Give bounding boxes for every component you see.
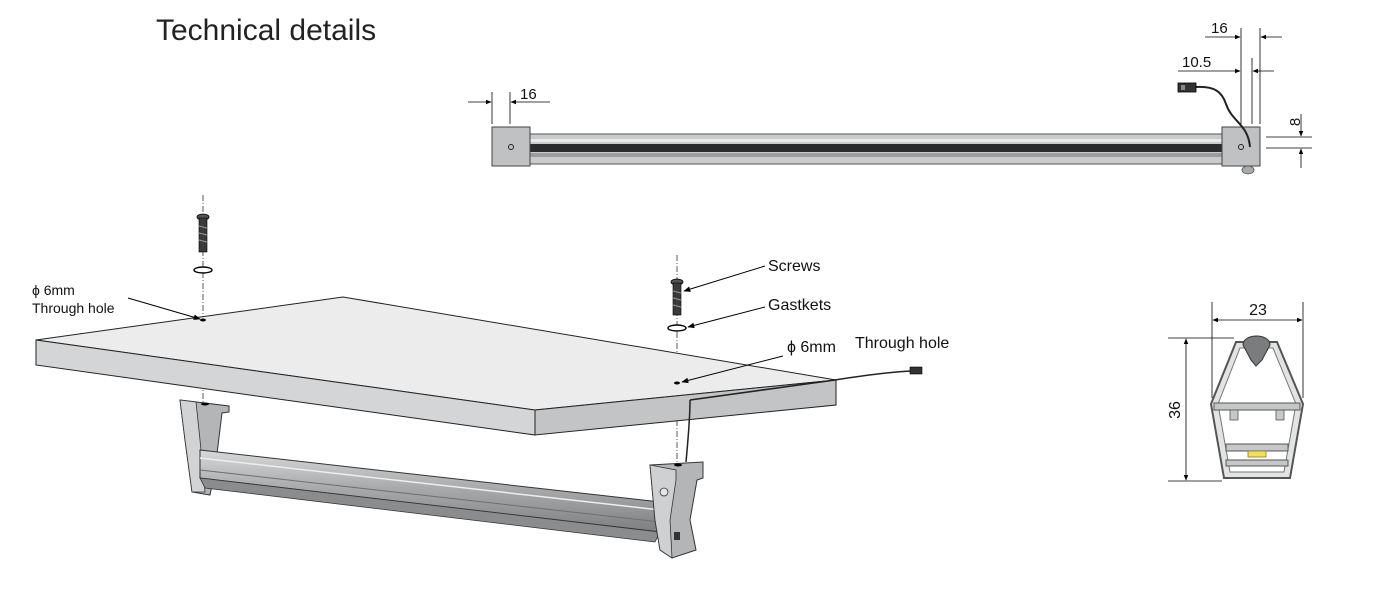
leader-screws: [683, 265, 766, 292]
connector-plug: [1177, 82, 1197, 93]
screw-left: [196, 213, 210, 253]
shelf-connector: [909, 366, 923, 375]
label-hole-left-text: Through hole: [32, 300, 115, 316]
shelf-cable: [689, 370, 913, 401]
left-end-cap: [491, 126, 531, 167]
dim-left-end-value: 16: [520, 86, 537, 103]
dim-right-end: 16: [1205, 20, 1282, 124]
label-hole-right-size: ϕ 6mm: [787, 339, 836, 356]
dim-cable-offset-value: 10.5: [1182, 54, 1211, 71]
label-screws: Screws: [768, 258, 820, 275]
bracket-right: [649, 461, 704, 559]
dim-section-height-value: 36: [1167, 401, 1184, 419]
dim-section-width-value: 23: [1249, 302, 1267, 319]
leader-gaskets: [687, 306, 766, 329]
dim-section-width: 23: [1211, 302, 1304, 398]
dim-right-end-value: 16: [1211, 20, 1228, 37]
leader-hole-left: [127, 297, 201, 320]
gasket-left: [193, 266, 213, 274]
led-chip: [1247, 450, 1267, 458]
dim-cable-offset: 10.5: [1178, 54, 1274, 124]
screw-right: [670, 278, 684, 316]
label-hole-right-text: Through hole: [855, 335, 949, 352]
gasket-right: [667, 324, 687, 332]
cross-section-profile: [1209, 335, 1305, 479]
hole-right: [674, 381, 680, 385]
page-title: Technical details: [156, 14, 377, 47]
dim-left-end: 16: [468, 86, 550, 124]
led-rail: [199, 449, 661, 543]
power-cable: [1195, 85, 1251, 148]
dim-height: 8: [1266, 114, 1312, 168]
top-view-profile: [491, 82, 1261, 175]
right-end-cap: [1221, 126, 1261, 167]
dim-section-height: 36: [1167, 337, 1234, 482]
dim-height-value: 8: [1287, 118, 1304, 126]
shelf-board: [35, 296, 837, 436]
label-hole-left-size: ϕ 6mm: [32, 282, 75, 298]
led-strip: [530, 144, 1224, 152]
hole-left: [200, 318, 206, 322]
leader-hole-right: [681, 355, 784, 384]
label-gaskets: Gastkets: [768, 297, 831, 314]
